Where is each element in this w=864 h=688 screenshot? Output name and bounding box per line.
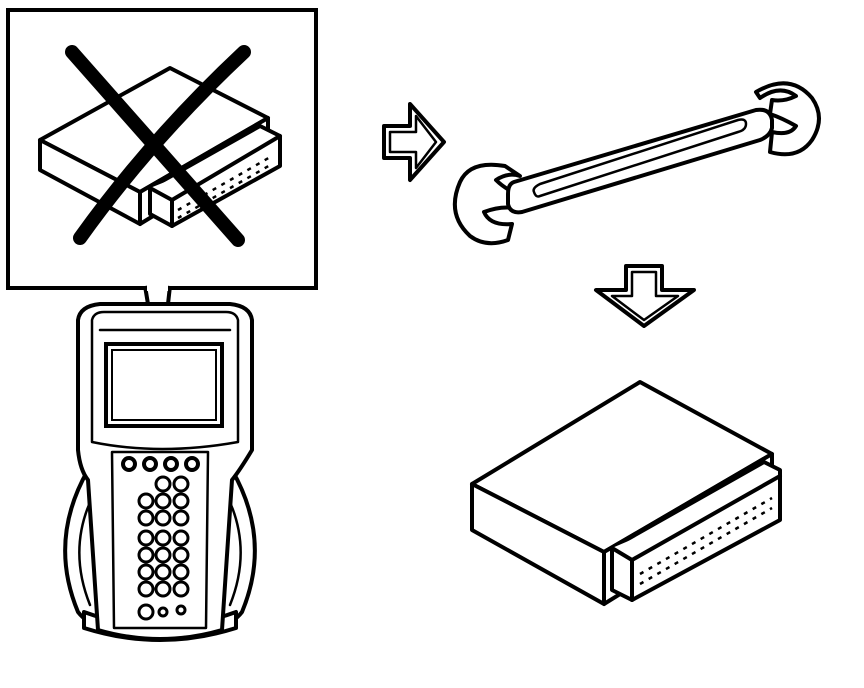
wrench-icon — [452, 81, 821, 246]
control-module-icon — [470, 380, 782, 606]
scan-tool-icon — [63, 302, 257, 642]
module-crossed-out-icon — [38, 45, 282, 247]
arrow-down-icon — [594, 264, 696, 328]
arrow-right-icon — [382, 102, 446, 182]
